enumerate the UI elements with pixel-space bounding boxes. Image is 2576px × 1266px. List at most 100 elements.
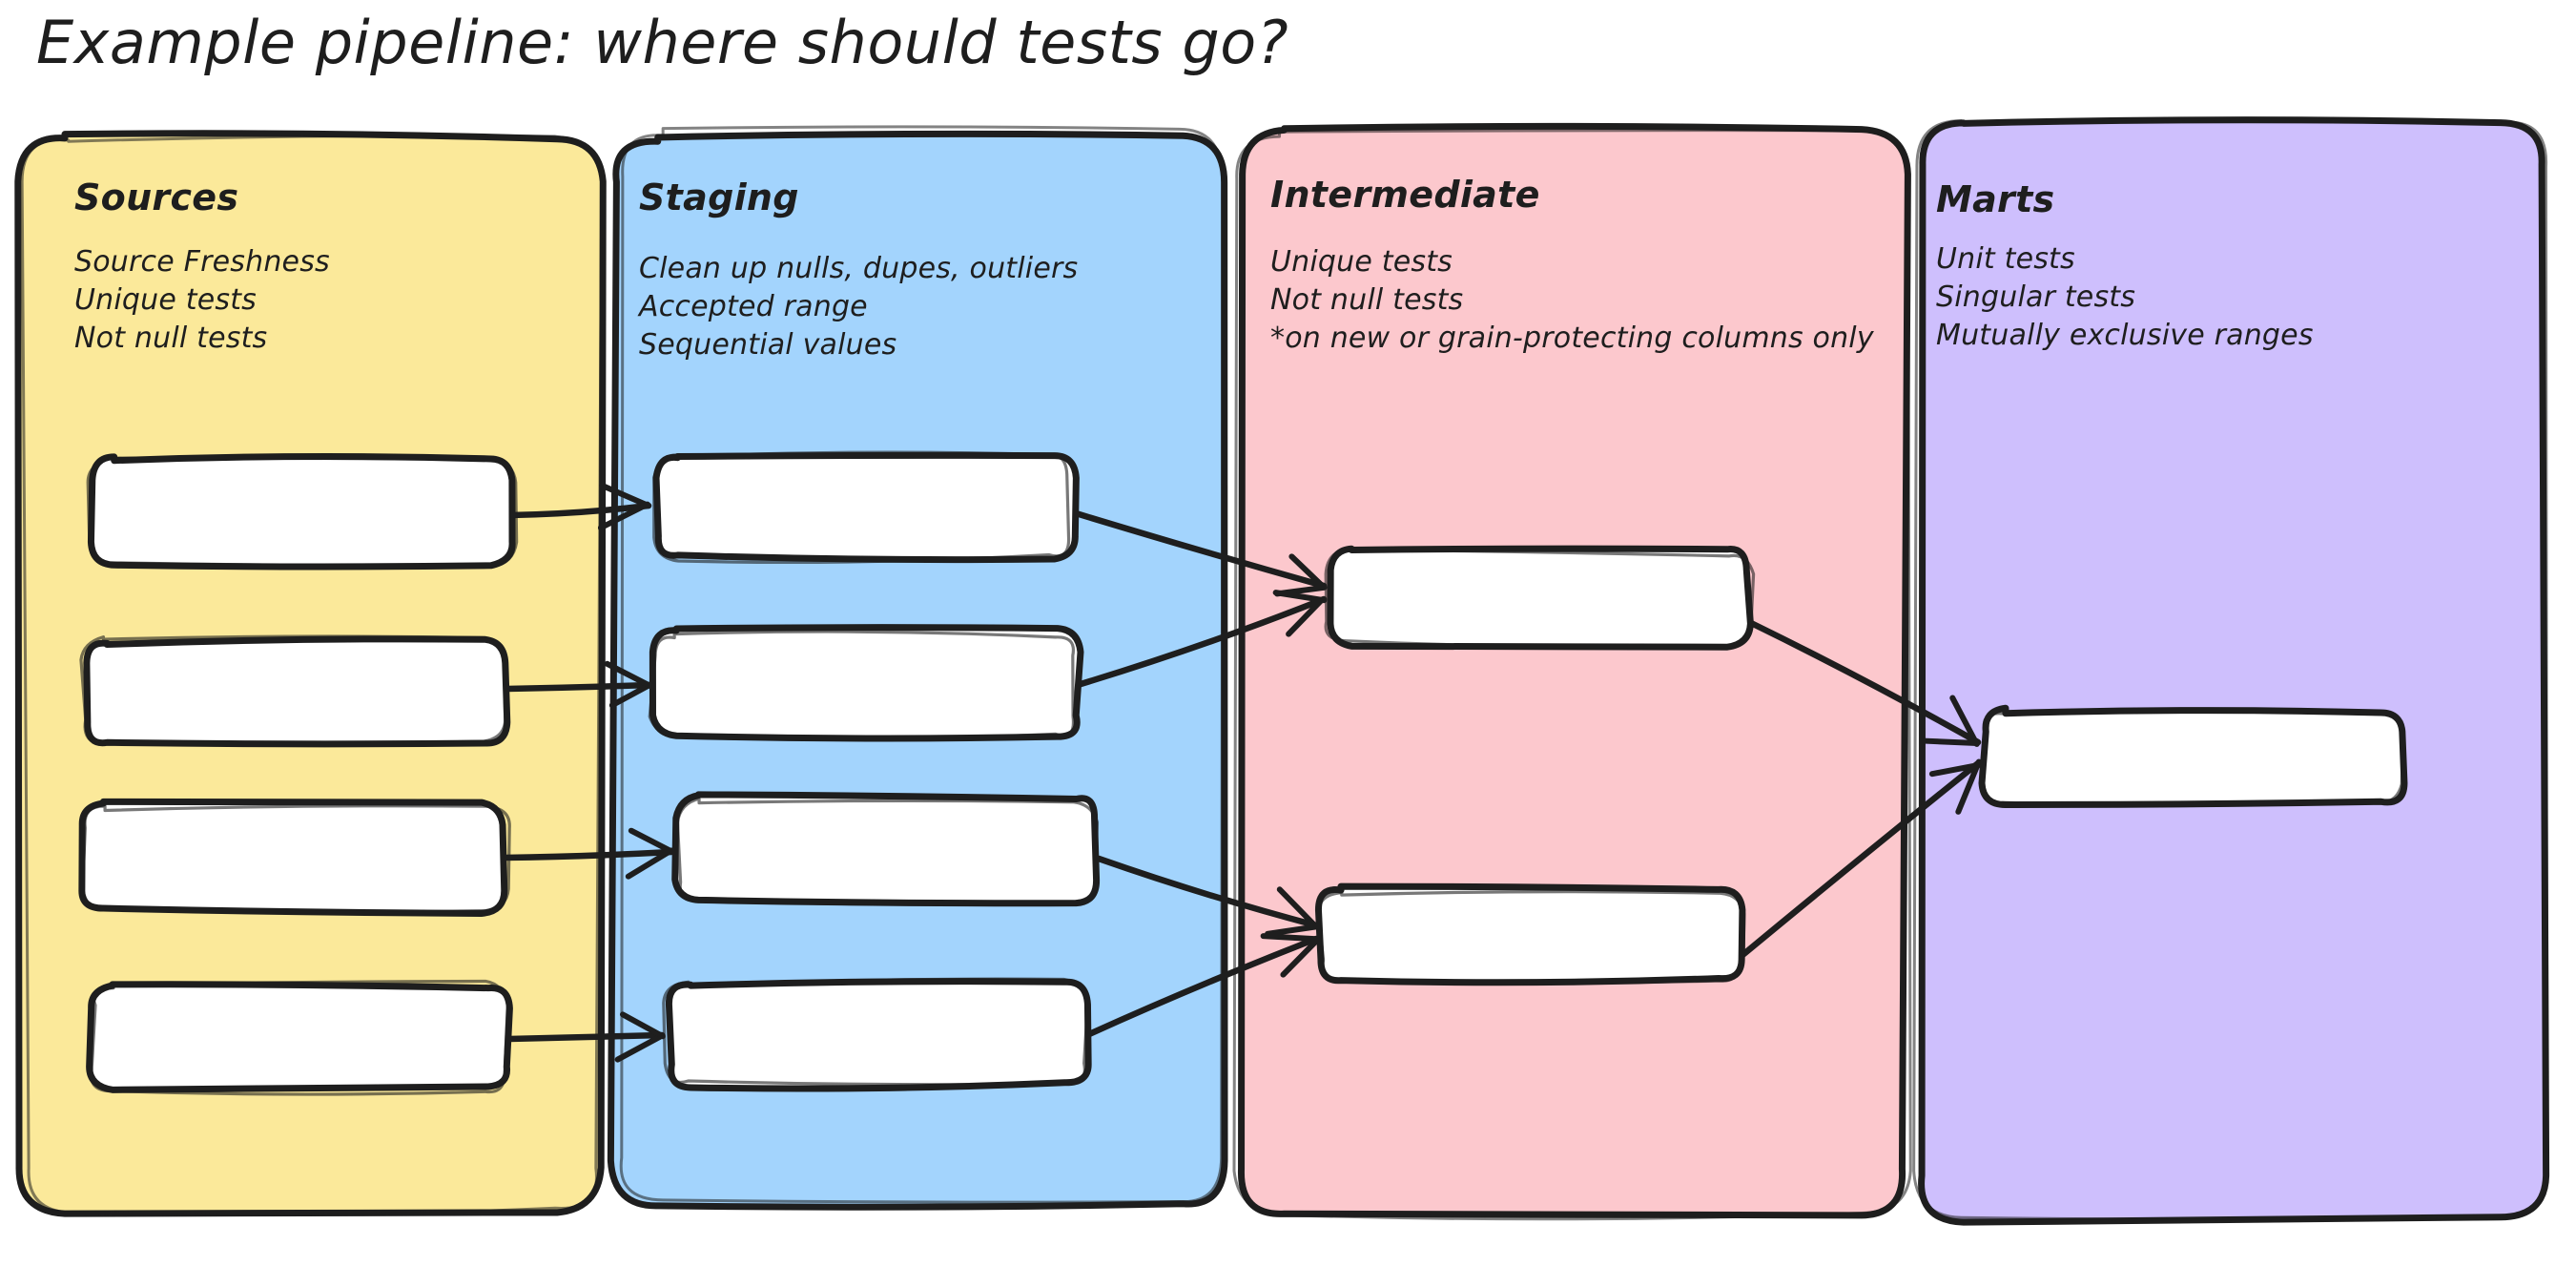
node-shape-pass: [1316, 890, 1746, 985]
node-stg-1[interactable]: [652, 450, 1080, 565]
node-shape: [1978, 704, 2408, 808]
node-shape-pass: [90, 979, 509, 1096]
node-src-4[interactable]: [86, 979, 513, 1096]
lane-note-line: Not null tests: [1270, 283, 1464, 317]
lane-note-line: Unique tests: [1270, 245, 1453, 279]
node-int-1[interactable]: [1324, 545, 1756, 651]
lane-outline-pass-intermediate: [1232, 129, 1912, 1221]
edge-line: [1738, 759, 1982, 960]
edge-arrowhead-stroke-1: [1265, 924, 1319, 937]
lane-outline-pass-staging: [619, 125, 1225, 1204]
node-shape-pass: [648, 630, 1076, 741]
edges-layer: [501, 482, 1983, 1063]
edge-line: [1095, 855, 1320, 929]
node-mrt-1[interactable]: [1978, 704, 2408, 808]
edge-int-2-to-mrt-1: [1738, 758, 1983, 960]
edge-arrowhead-stroke-1: [614, 1032, 666, 1063]
node-shape-pass: [81, 804, 511, 915]
edge-line: [1085, 935, 1320, 1038]
edge-line: [501, 848, 675, 861]
node-stg-2[interactable]: [648, 624, 1084, 742]
edge-arrowhead-stroke-2: [628, 827, 675, 855]
node-shape: [83, 635, 511, 748]
lane-note-line: Accepted range: [639, 290, 868, 323]
edge-arrowhead-stroke-1: [608, 681, 654, 709]
lane-outline-pass-marts: [1912, 119, 2549, 1221]
node-shape: [1314, 882, 1746, 986]
node-shape: [665, 978, 1092, 1092]
node-shape-pass: [675, 797, 1100, 906]
lane-note-line: *on new or grain-protecting columns only: [1270, 322, 1874, 355]
page-title: Example pipeline: where should tests go?: [36, 8, 1289, 77]
edge-arrowhead-stroke-2: [604, 660, 655, 690]
lane-outline-pass-sources: [20, 134, 604, 1216]
node-shape-pass: [1979, 709, 2405, 807]
lane-note-line: Mutually exclusive ranges: [1936, 319, 2314, 352]
node-shape-pass: [79, 634, 507, 746]
edge-line: [1074, 595, 1328, 689]
edge-arrowhead-stroke-2: [599, 482, 652, 509]
lane-note-line: Unique tests: [74, 283, 257, 317]
node-shape-pass: [652, 450, 1071, 565]
edge-arrowhead-stroke-1: [1923, 737, 1981, 747]
lane-title-marts: Marts: [1936, 178, 2055, 220]
lane-note-line: Unit tests: [1936, 242, 2075, 276]
edge-arrowhead-stroke-2: [1288, 553, 1326, 589]
edge-arrowhead-stroke-1: [625, 847, 674, 880]
node-int-2[interactable]: [1314, 882, 1746, 986]
edge-arrowhead-stroke-2: [619, 1011, 666, 1040]
node-shape: [78, 798, 508, 917]
edge-arrowhead-stroke-2: [1272, 590, 1328, 604]
node-src-2[interactable]: [79, 634, 511, 748]
lane-note-line: Singular tests: [1936, 280, 2136, 314]
node-shape-pass: [1324, 548, 1756, 649]
edge-arrowhead-stroke-2: [1260, 933, 1320, 943]
lane-title-sources: Sources: [74, 176, 239, 218]
lane-note-line: Source Freshness: [74, 245, 330, 279]
node-shape: [86, 981, 513, 1093]
node-src-3[interactable]: [78, 798, 511, 917]
edge-src-2-to-stg-2: [504, 660, 655, 709]
node-shape: [1327, 545, 1754, 651]
edge-line: [506, 502, 652, 519]
edge-arrowhead-stroke-1: [1280, 937, 1321, 978]
edge-src-1-to-stg-1: [506, 482, 652, 531]
node-shape-pass: [86, 456, 519, 569]
edge-line: [1072, 509, 1328, 590]
edge-line: [505, 1031, 666, 1043]
edge-arrowhead-stroke-2: [1276, 886, 1319, 929]
node-src-1[interactable]: [86, 452, 519, 571]
node-shape-pass: [662, 977, 1090, 1087]
node-shape: [652, 451, 1080, 564]
lane-title-intermediate: Intermediate: [1270, 174, 1540, 216]
edge-arrowhead-stroke-1: [1286, 596, 1326, 637]
node-stg-4[interactable]: [662, 977, 1092, 1092]
node-stg-3[interactable]: [671, 791, 1101, 907]
node-shape: [649, 624, 1084, 742]
lane-note-line: Clean up nulls, dupes, outliers: [639, 252, 1079, 285]
lane-note-line: Sequential values: [639, 328, 897, 362]
edge-src-3-to-stg-3: [501, 827, 675, 880]
node-shape: [671, 791, 1101, 907]
edge-arrowhead-stroke-2: [1949, 695, 1980, 747]
edge-src-4-to-stg-4: [505, 1011, 666, 1063]
node-shape: [87, 452, 516, 571]
lane-background-marts: [1918, 116, 2550, 1226]
lane-marts: [1912, 116, 2550, 1226]
edge-arrowhead-stroke-2: [1928, 761, 1983, 778]
nodes-layer: [78, 450, 2408, 1096]
edge-stg-4-to-int-2: [1085, 933, 1321, 1038]
edge-line: [1745, 618, 1982, 746]
lane-title-staging: Staging: [639, 176, 799, 218]
edge-stg-3-to-int-2: [1095, 855, 1320, 937]
lane-note-line: Not null tests: [74, 322, 268, 355]
edge-line: [504, 681, 654, 693]
edge-int-1-to-mrt-1: [1745, 618, 1982, 747]
edge-arrowhead-stroke-1: [1955, 758, 1982, 815]
edge-stg-2-to-int-1: [1074, 590, 1328, 689]
